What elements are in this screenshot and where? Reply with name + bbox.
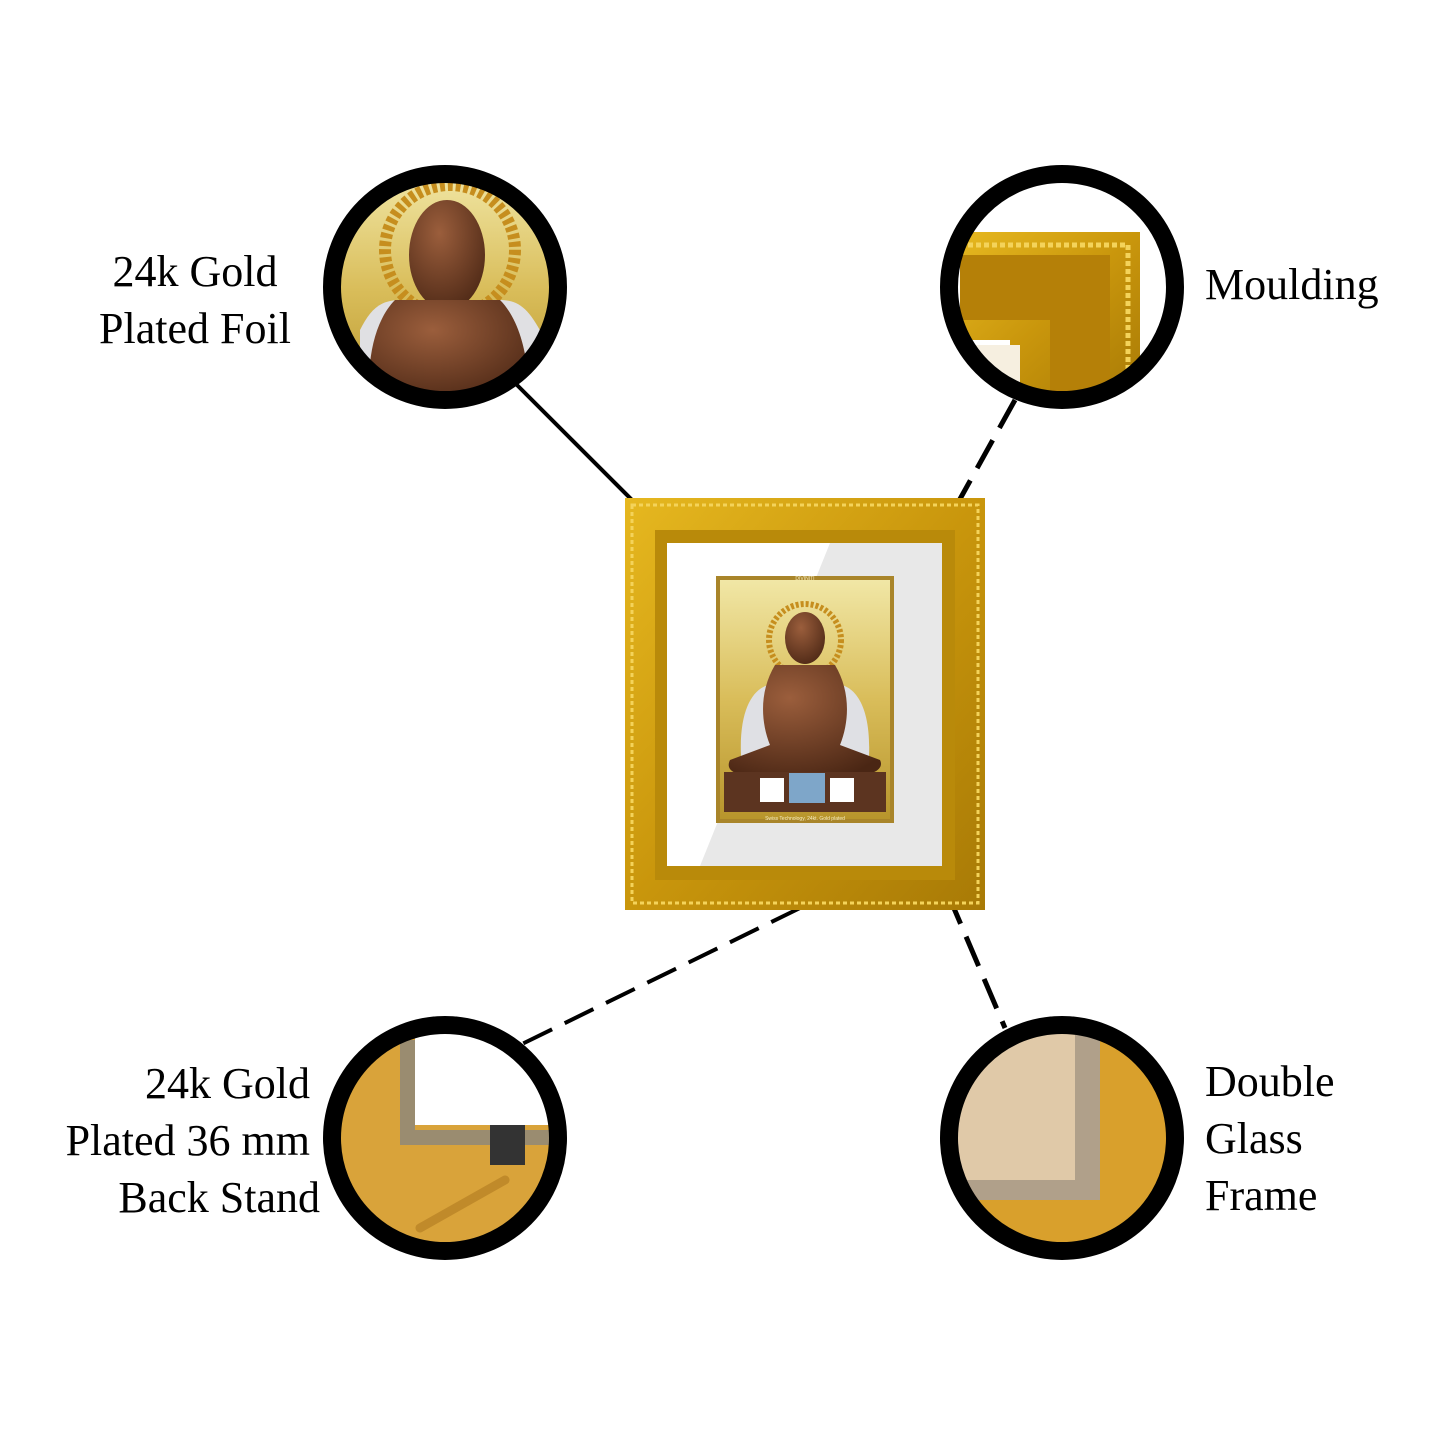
label-line: Glass — [1205, 1114, 1303, 1163]
detail-double-glass-image — [957, 1033, 1167, 1243]
label-line: Moulding — [1205, 260, 1379, 309]
label-line: 24k Gold — [145, 1059, 310, 1108]
label-line: Double — [1205, 1057, 1335, 1106]
detail-ring-back-stand — [323, 1016, 567, 1260]
detail-ring-double-glass — [940, 1016, 1184, 1260]
detail-moulding-image — [957, 182, 1167, 392]
connector-moulding — [937, 398, 1018, 537]
label-line: Back Stand — [118, 1173, 320, 1222]
framed-picture — [625, 498, 985, 910]
label-line: 24k Gold — [112, 247, 278, 296]
connector-back-stand — [519, 906, 801, 1047]
label-line: Plated Foil — [99, 304, 291, 353]
detail-gold-foil-image — [340, 182, 550, 392]
label-gold-foil: 24k Gold Plated Foil — [85, 243, 305, 357]
label-double-glass: Double Glass Frame — [1205, 1053, 1335, 1224]
brand-mark: DIVINITI — [795, 576, 815, 582]
detail-ring-gold-foil — [323, 165, 567, 409]
label-line: Frame — [1205, 1171, 1318, 1220]
detail-back-stand-image — [340, 1033, 550, 1243]
picture-footer-text: Swiss Technology, 24kt. Gold plated — [765, 816, 845, 822]
label-back-stand: 24k Gold Plated 36 mm Back Stand — [20, 1055, 320, 1226]
label-moulding: Moulding — [1205, 256, 1379, 313]
label-line: Plated 36 mm — [65, 1116, 310, 1165]
detail-ring-moulding — [940, 165, 1184, 409]
